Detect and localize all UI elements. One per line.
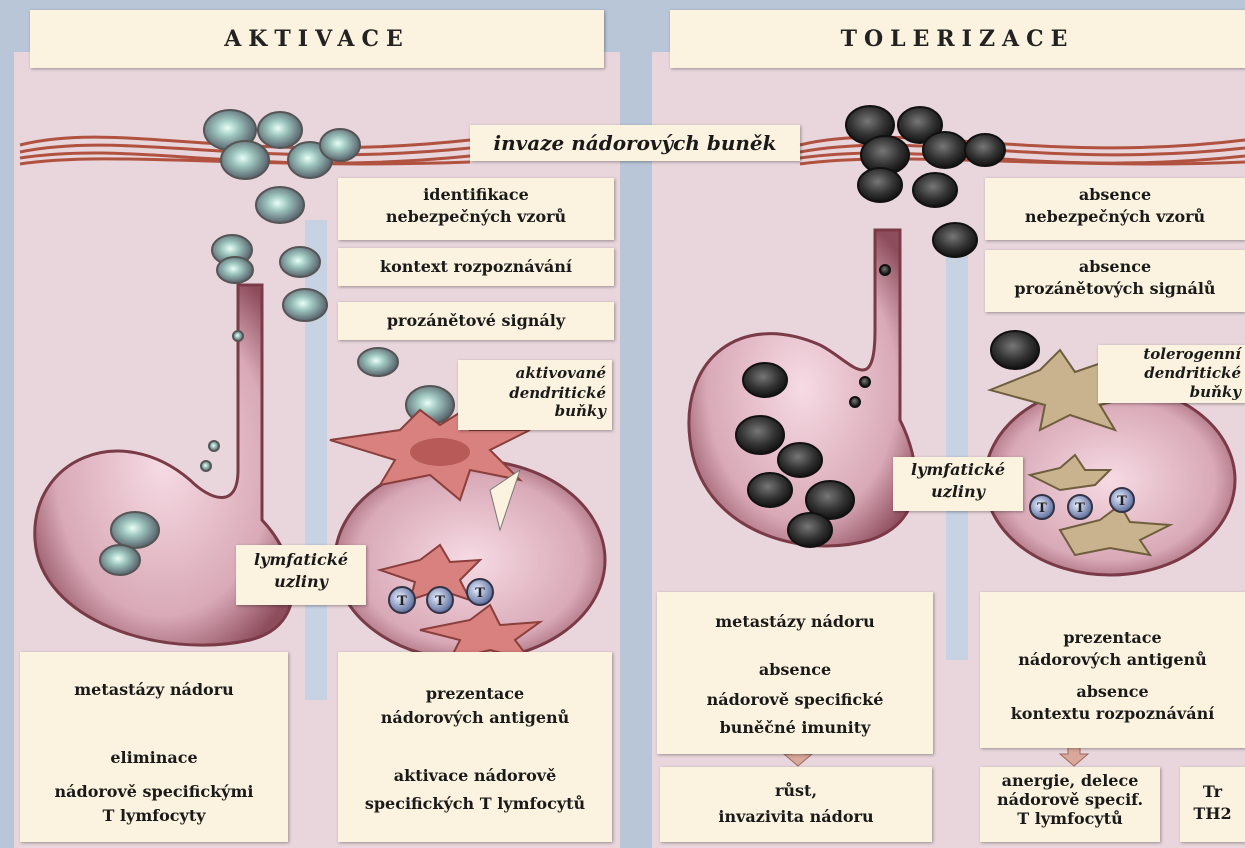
t-cell-letter: T — [435, 594, 445, 609]
left-presentation-box: prezentace nádorových antigenů aktivace … — [338, 652, 612, 842]
title-tolerizace: TOLERIZACE — [670, 10, 1245, 68]
right-presentation-box: prezentace nádorových antigenů absence k… — [980, 592, 1245, 748]
t-cell-letter: T — [397, 594, 407, 609]
t-cell-letter: T — [1075, 501, 1085, 516]
title-aktivace: AKTIVACE — [30, 10, 604, 68]
t-cell-letter: T — [1037, 501, 1047, 516]
context-label: kontext rozpoznávání — [338, 248, 614, 286]
regulatory-box: Tr TH2 — [1180, 767, 1245, 842]
right-lymph-vessel — [689, 230, 916, 546]
anergy-box: anergie, delece nádorově specif. T lymfo… — [980, 767, 1160, 842]
invasion-label: invaze nádorových buněk — [470, 125, 800, 161]
right-metastasis-box: metastázy nádoru absence nádorově specif… — [657, 592, 933, 754]
signals-label: prozánětové signály — [338, 302, 614, 340]
right-vessel-stripe — [946, 240, 968, 660]
right-growth-box: růst, invazivita nádoru — [660, 767, 932, 842]
t-cell-letter: T — [475, 586, 485, 601]
t-cell-letter: T — [1117, 494, 1127, 509]
left-metastasis-box: metastázy nádoru eliminace nádorově spec… — [20, 652, 288, 842]
